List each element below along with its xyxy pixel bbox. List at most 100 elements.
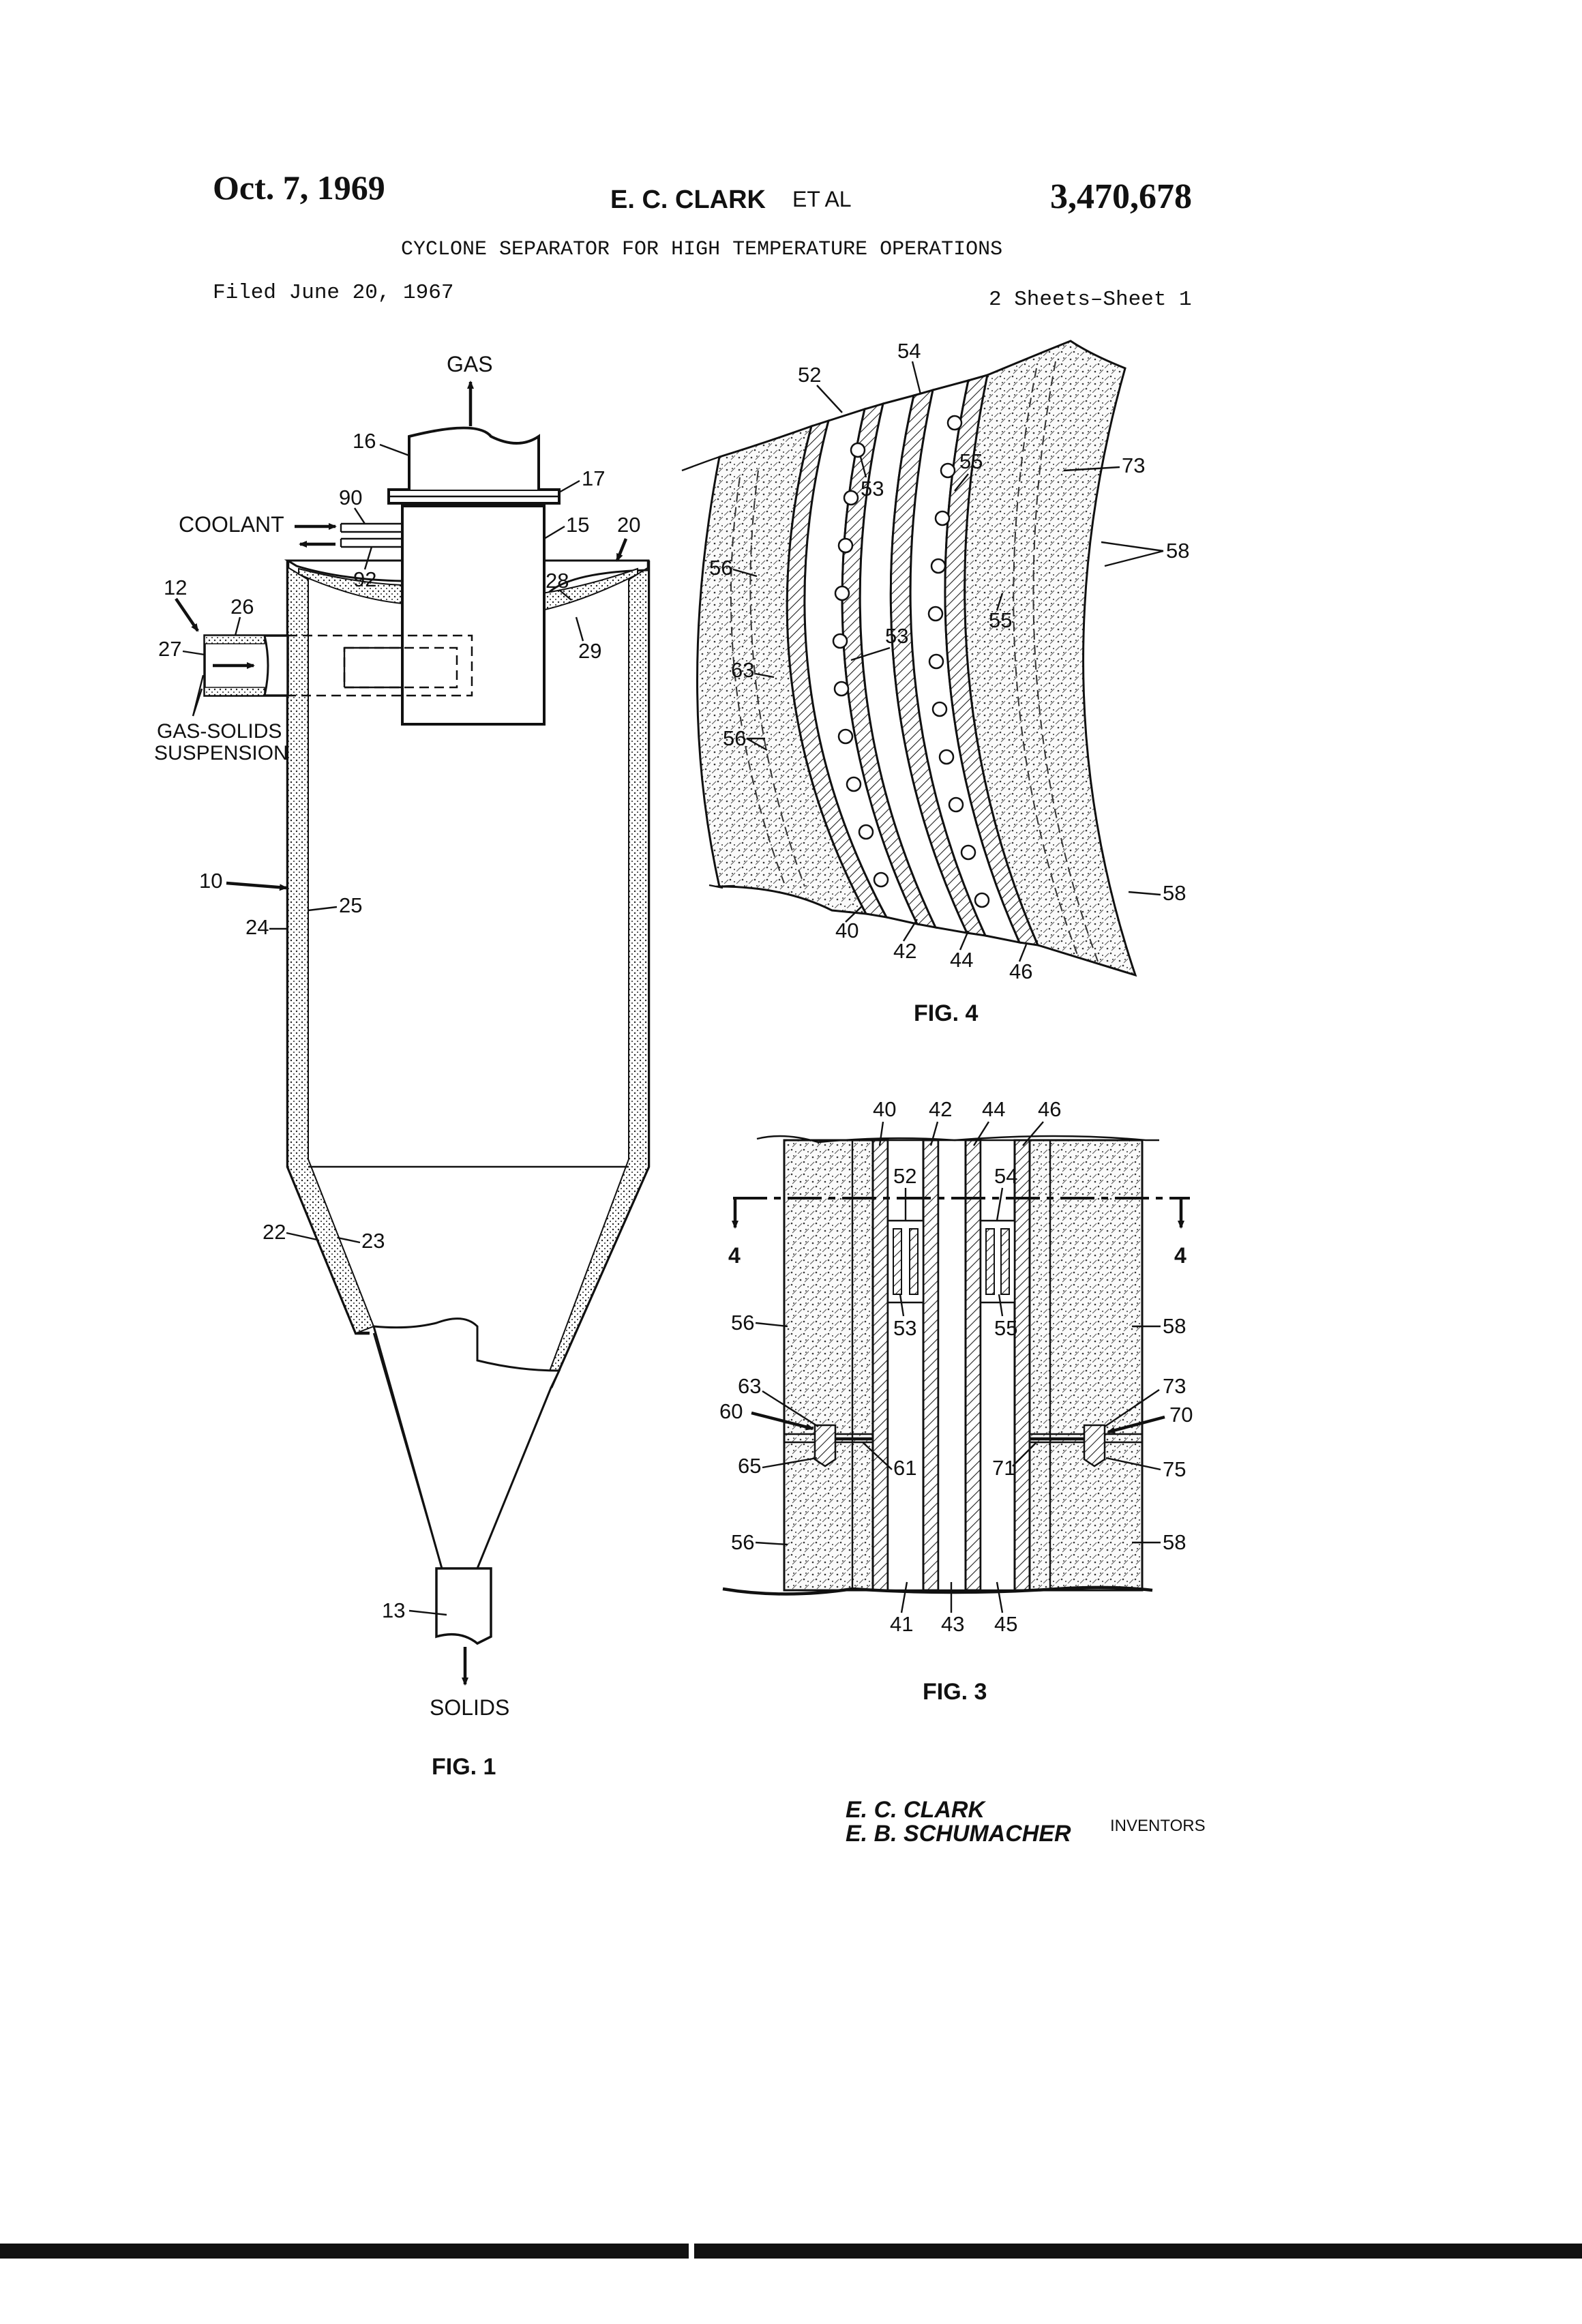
fig3-ref-55: 55 [994, 1316, 1017, 1340]
fig3-ref-58a: 58 [1163, 1314, 1186, 1338]
signature-name-1: E. C. CLARK [846, 1797, 986, 1823]
fig4-ref-52: 52 [798, 363, 821, 387]
ref-16: 16 [353, 429, 376, 453]
ref-10: 10 [199, 869, 222, 893]
fig4-caption: FIG. 4 [914, 1000, 979, 1026]
ref-24: 24 [245, 915, 269, 939]
section-marker-left: 4 [728, 1243, 741, 1268]
inventors-label: INVENTORS [1110, 1817, 1206, 1835]
solids-outlet [436, 1568, 491, 1643]
solids-pile [374, 1319, 559, 1568]
fig3-anchor-70 [1084, 1425, 1105, 1466]
fig3-ref-61: 61 [893, 1456, 916, 1480]
fig4-ref-56b: 56 [723, 726, 746, 750]
sheet-count: 2 Sheets–Sheet 1 [989, 288, 1192, 312]
header: Oct. 7, 1969 E. C. CLARK ET AL 3,470,678… [213, 168, 1192, 312]
gas-solids-label-2: SUSPENSION [154, 742, 288, 764]
gas-solids-label-1: GAS-SOLIDS [157, 720, 282, 743]
refractory-lining-right [542, 567, 648, 1391]
fig3-ref-65: 65 [738, 1454, 761, 1478]
fig3-caption: FIG. 3 [923, 1679, 987, 1705]
fig4-ref-42: 42 [893, 939, 916, 963]
fig3-refractory-58 [1030, 1140, 1142, 1590]
filed-date: Filed June 20, 1967 [213, 281, 453, 305]
ref-29: 29 [578, 639, 601, 663]
fig3-shell-44 [966, 1140, 981, 1590]
scan-border [0, 2244, 1582, 2259]
fig3-ref-43: 43 [941, 1612, 964, 1636]
top-head-dome [299, 569, 402, 604]
inventor-signatures: E. C. CLARK E. B. SCHUMACHER INVENTORS [846, 1797, 1206, 1847]
patent-date: Oct. 7, 1969 [213, 168, 385, 207]
fig3-ref-56b: 56 [731, 1530, 754, 1554]
fig3-ref-46: 46 [1038, 1097, 1061, 1121]
fig4-ref-53b: 53 [885, 624, 908, 648]
fig4-ref-58a: 58 [1166, 539, 1189, 563]
fig3-ref-42: 42 [929, 1097, 952, 1121]
signature-name-2: E. B. SCHUMACHER [846, 1821, 1071, 1847]
coolant-label: COOLANT [179, 512, 284, 537]
fig3-ref-73: 73 [1163, 1374, 1186, 1398]
fig4-ref-58b: 58 [1163, 881, 1186, 905]
fig3-longitudinal-section: 4 4 FIG. 3 40 42 44 46 52 54 53 55 56 58… [719, 1097, 1193, 1705]
fig4-ref-73: 73 [1122, 453, 1145, 477]
fig4-ref-54: 54 [897, 339, 921, 363]
fig3-ref-75: 75 [1163, 1457, 1186, 1481]
fig3-ref-54: 54 [994, 1164, 1017, 1188]
fig4-ref-63: 63 [731, 658, 754, 682]
patent-title: CYCLONE SEPARATOR FOR HIGH TEMPERATURE O… [401, 238, 1002, 261]
fig4-ref-46: 46 [1009, 959, 1032, 983]
gas-outlet-tube [402, 506, 544, 724]
ref-20: 20 [617, 513, 640, 537]
section-marker-right: 4 [1174, 1243, 1186, 1268]
fig3-ref-44: 44 [982, 1097, 1005, 1121]
fig4-ref-44: 44 [950, 948, 973, 972]
fig4-ref-53a: 53 [861, 477, 884, 501]
fig3-refractory-56 [784, 1140, 873, 1590]
gas-label: GAS [447, 352, 493, 376]
patent-number: 3,470,678 [1050, 177, 1192, 216]
fig3-anchor-60 [815, 1425, 835, 1466]
ref-13: 13 [382, 1598, 405, 1622]
et-al: ET AL [792, 187, 852, 211]
fig3-ref-63: 63 [738, 1374, 761, 1398]
fig4-ref-55a: 55 [959, 449, 983, 473]
fig3-shell-42 [923, 1140, 938, 1590]
fig1-cyclone: GAS COOLANT GAS-SOLIDS SUSPENSIO [154, 352, 648, 1780]
gas-pipe [409, 428, 539, 490]
ref-26: 26 [230, 595, 254, 619]
arrow-12 [176, 599, 198, 631]
fig4-cross-section: FIG. 4 54 52 73 53 55 56 58 53 55 63 56 [682, 339, 1189, 1026]
fig3-ref-56a: 56 [731, 1311, 754, 1335]
fig3-ref-41: 41 [890, 1612, 913, 1636]
ref-17: 17 [582, 466, 605, 490]
coolant-tubes [295, 524, 402, 547]
refractory-lining-left [288, 567, 374, 1333]
fig3-ref-70: 70 [1169, 1403, 1193, 1427]
ref-15: 15 [566, 513, 589, 537]
fig3-ref-40: 40 [873, 1097, 896, 1121]
ref-90: 90 [339, 486, 362, 509]
fig4-ref-40: 40 [835, 919, 859, 942]
fig3-ref-53: 53 [893, 1316, 916, 1340]
ref-23: 23 [361, 1229, 385, 1253]
ref-22: 22 [263, 1220, 286, 1244]
arrow-10 [226, 883, 286, 888]
fig3-ref-58b: 58 [1163, 1530, 1186, 1554]
fig4-ref-55b: 55 [989, 608, 1012, 632]
ref-92: 92 [353, 567, 376, 591]
arrow-20 [617, 539, 626, 561]
fig3-ref-71: 71 [992, 1456, 1015, 1480]
fig3-shell-46 [1015, 1140, 1030, 1590]
ref-25: 25 [339, 893, 362, 917]
solids-label: SOLIDS [430, 1695, 509, 1720]
fig3-ref-52: 52 [893, 1164, 916, 1188]
fig3-ref-45: 45 [994, 1612, 1017, 1636]
ref-28: 28 [546, 569, 569, 593]
ref-27: 27 [158, 637, 181, 661]
fig4-ref-56a: 56 [709, 556, 732, 580]
fig1-caption: FIG. 1 [432, 1754, 496, 1780]
ref-12: 12 [164, 576, 187, 599]
fig3-ref-60: 60 [719, 1399, 743, 1423]
